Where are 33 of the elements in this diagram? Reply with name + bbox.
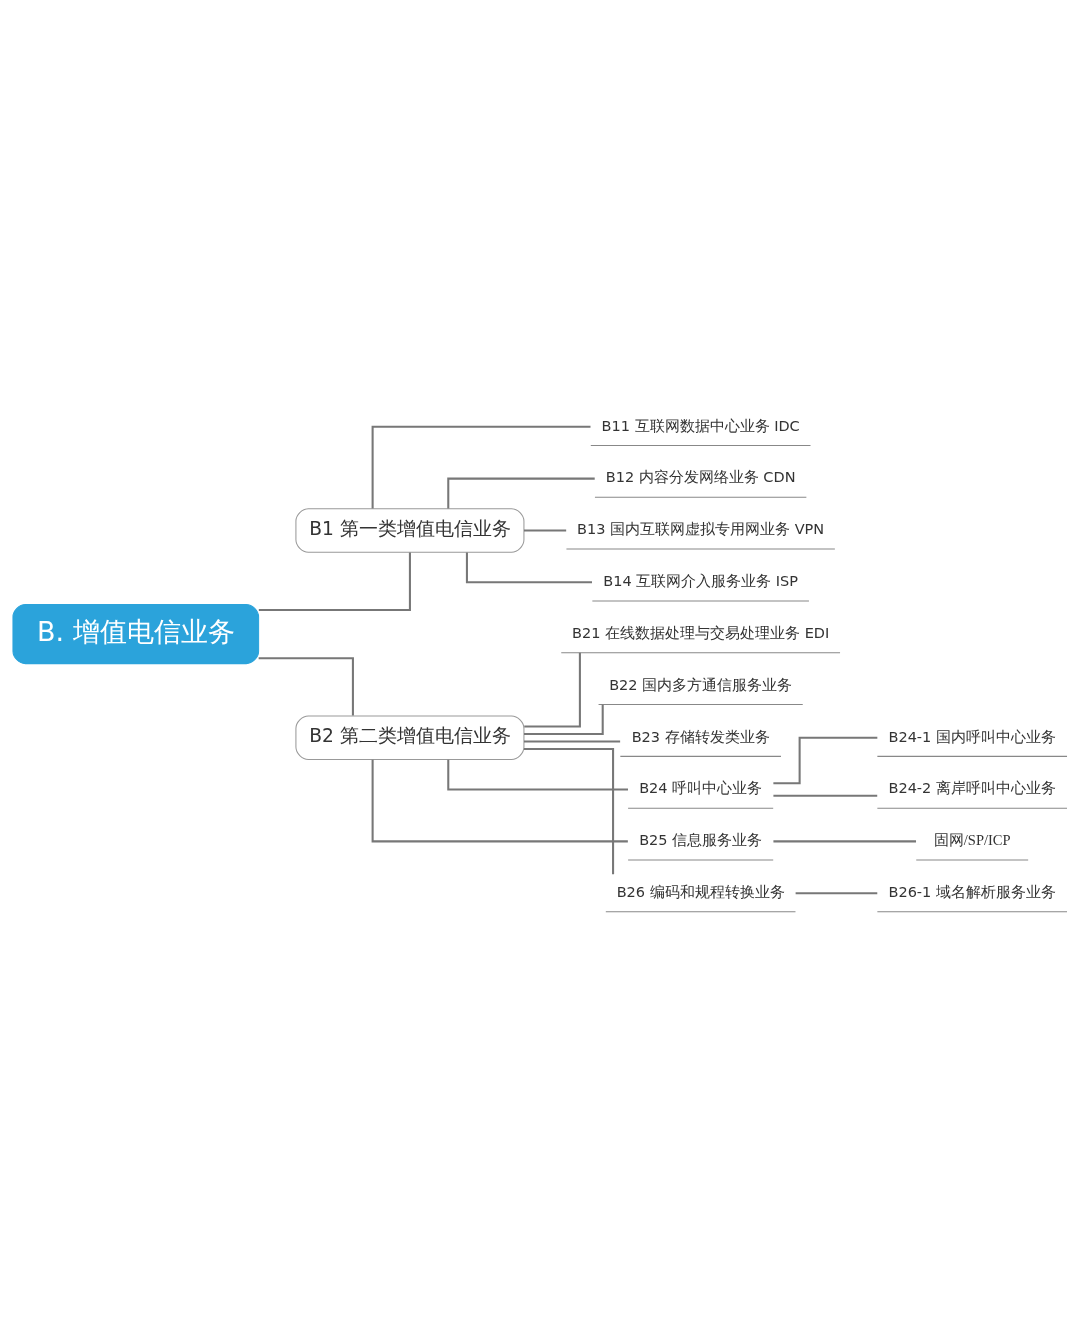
connector <box>523 747 615 874</box>
node-text: B12 内容分发网络业务 CDN <box>605 468 796 485</box>
node-box: B. 增值电信业务 <box>12 603 260 664</box>
connector <box>524 704 604 735</box>
node-text: B26 编码和规程转换业务 <box>616 883 785 900</box>
connector <box>795 891 878 894</box>
node-text: B21 在线数据处理与交易处理业务 EDI <box>572 624 830 641</box>
node-text: B26-1 域名解析服务业务 <box>888 883 1056 900</box>
connector <box>524 739 621 742</box>
connector <box>773 794 878 797</box>
connector <box>773 736 878 784</box>
node-text: B24 呼叫中心业务 <box>639 779 763 796</box>
node-text: B24-1 国内呼叫中心业务 <box>888 728 1056 745</box>
node-text: B25 信息服务业务 <box>639 831 763 848</box>
node-text: B23 存储转发类业务 <box>631 728 770 745</box>
node-box: B2 第二类增值电信业务 <box>295 714 525 760</box>
node-text: B24-2 离岸呼叫中心业务 <box>888 779 1056 796</box>
connector <box>447 759 628 791</box>
connector <box>447 477 595 508</box>
node-text: B13 国内互联网虚拟专用网业务 VPN <box>577 520 825 537</box>
connector <box>465 551 592 583</box>
node-text: B11 互联网数据中心业务 IDC <box>601 417 800 434</box>
node-text: 固网/SP/ICP <box>933 831 1011 848</box>
connector <box>371 425 591 508</box>
connector <box>258 656 354 716</box>
connector <box>773 839 917 842</box>
connector <box>258 552 411 611</box>
connector <box>371 759 628 842</box>
node-text: B14 互联网介入服务业务 ISP <box>603 572 799 589</box>
node-box: B1 第一类增值电信业务 <box>295 507 525 553</box>
connector <box>524 528 567 531</box>
node-text: B22 国内多方通信服务业务 <box>609 676 793 693</box>
connector <box>524 652 581 728</box>
